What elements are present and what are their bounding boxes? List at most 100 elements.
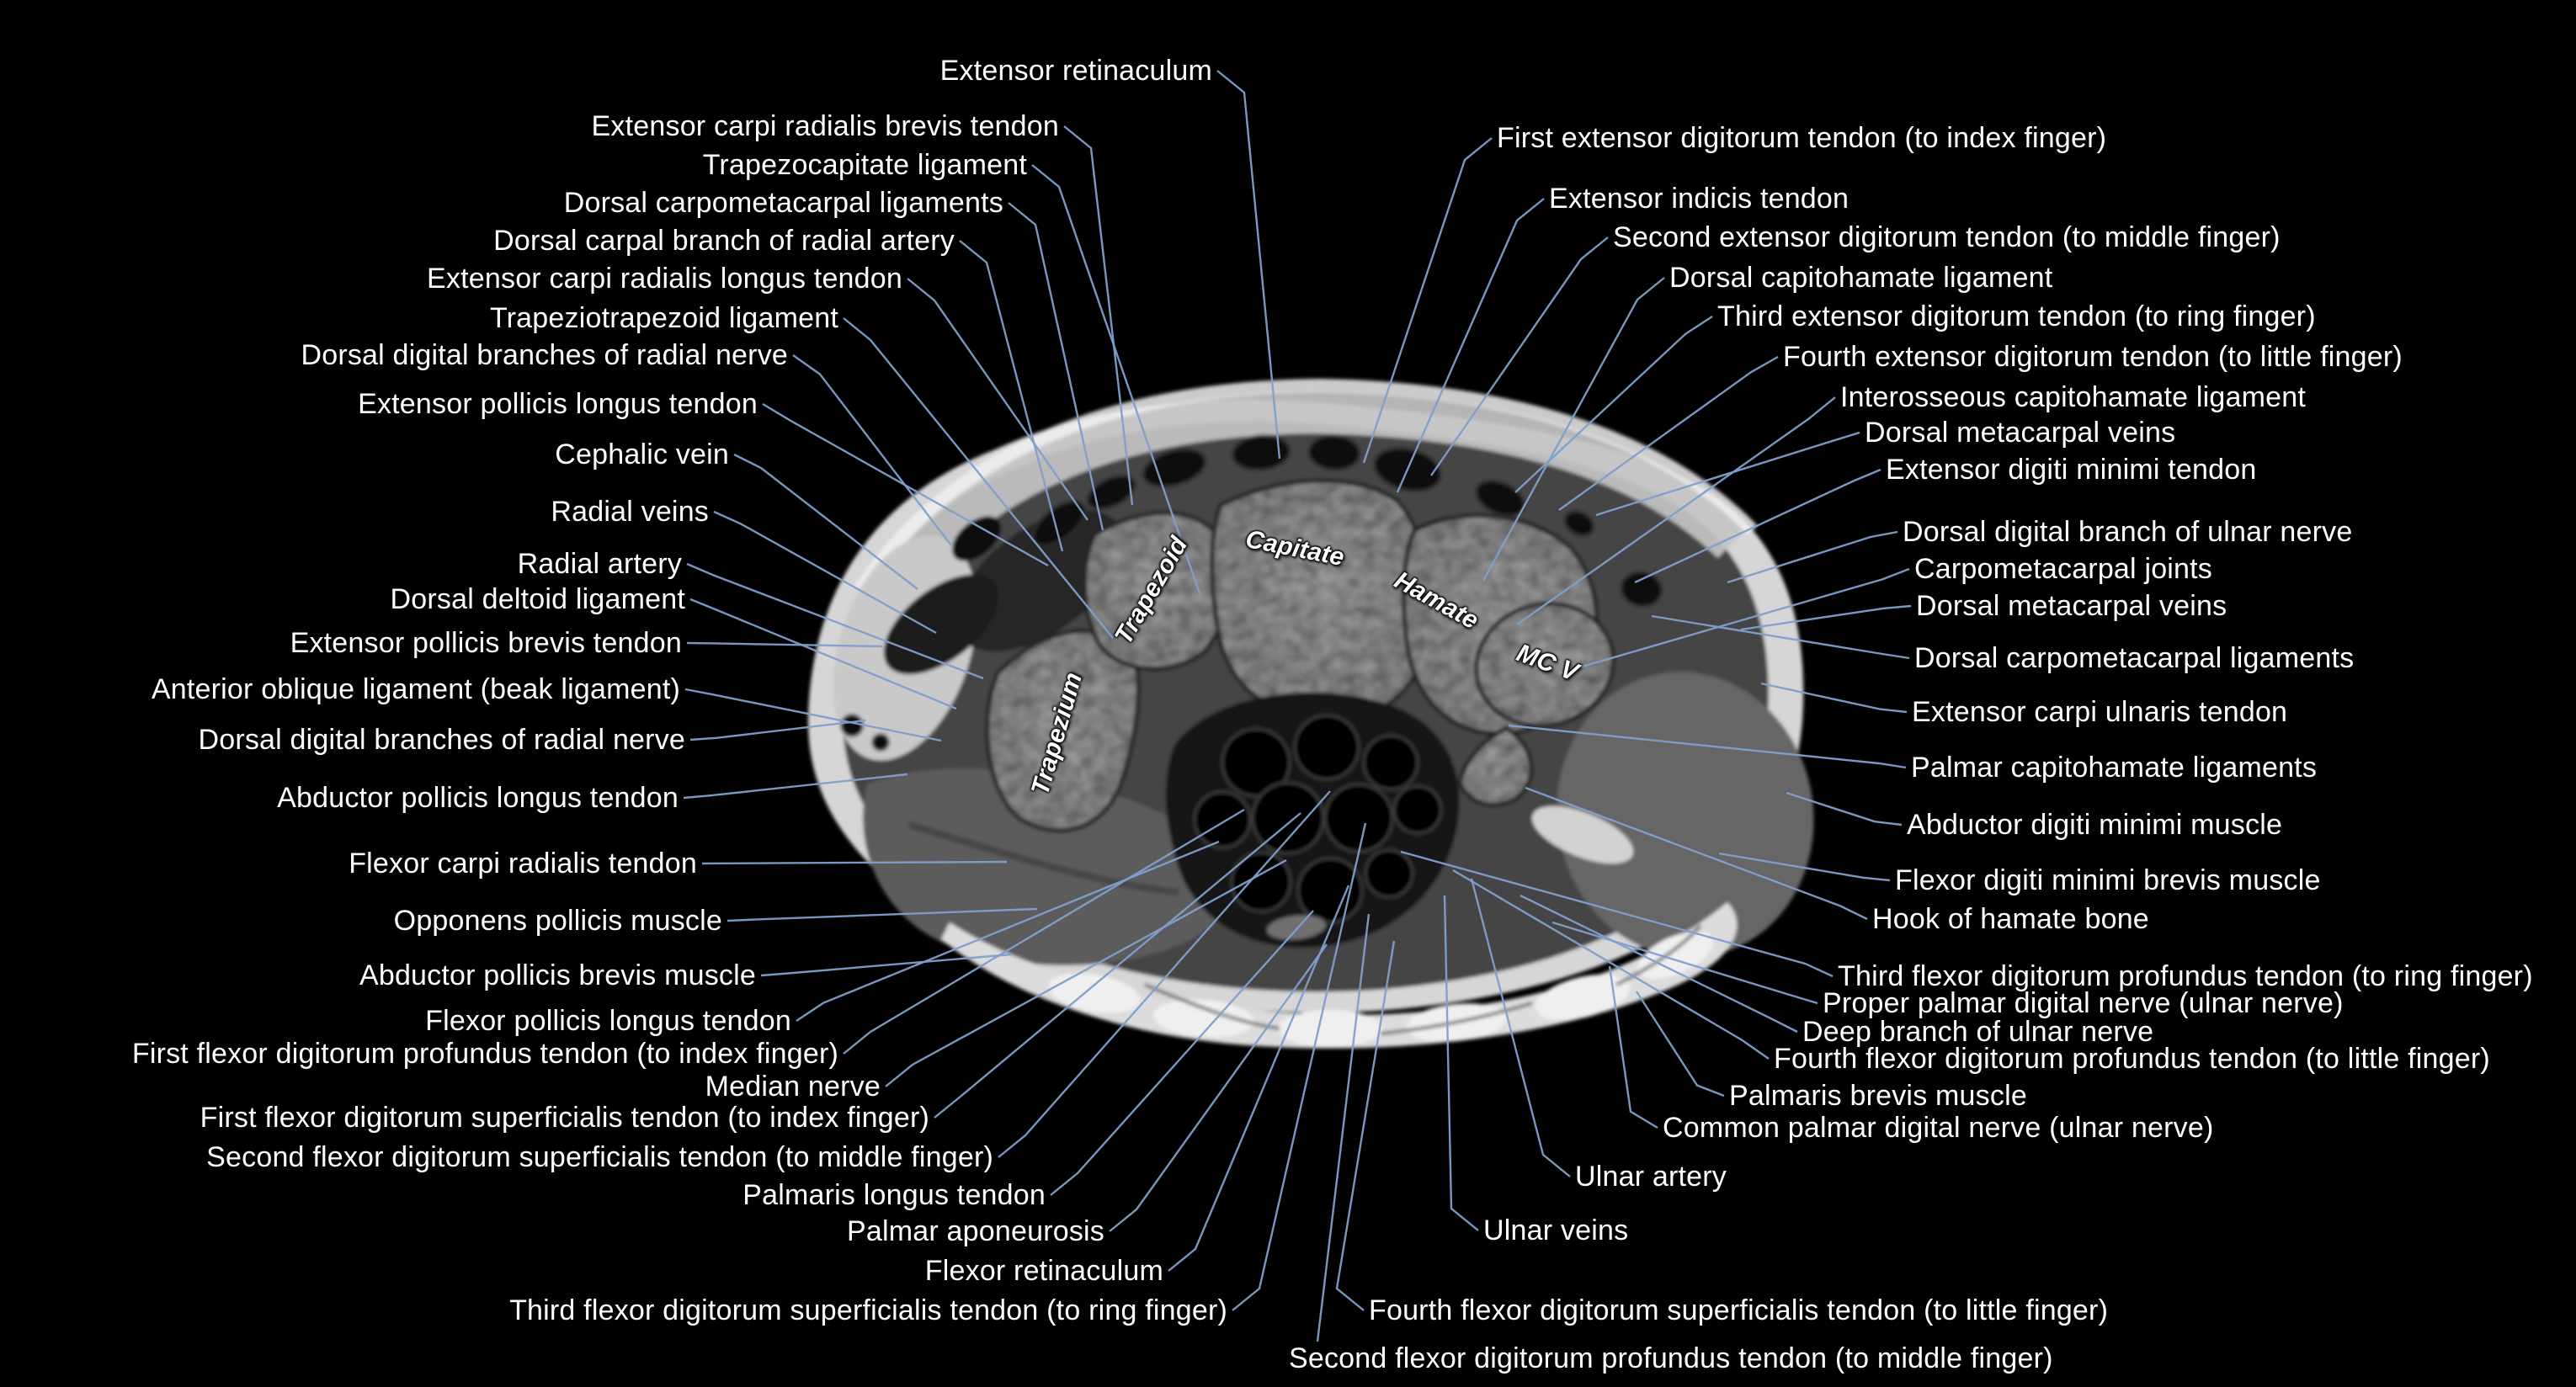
leader-line xyxy=(1400,850,1834,978)
leader-line xyxy=(684,688,942,742)
leader-line xyxy=(1109,943,1328,1232)
leader-line xyxy=(959,240,1064,552)
leader-line xyxy=(843,808,1245,1055)
annotation-label: Radial veins xyxy=(551,496,709,528)
annotation-label: Abductor digiti minimi muscle xyxy=(1907,809,2283,841)
leader-line xyxy=(686,562,984,680)
leader-line xyxy=(843,317,1114,639)
annotation-label: Opponens pollicis muscle xyxy=(393,905,722,937)
annotation-label: Extensor pollicis longus tendon xyxy=(358,388,758,420)
annotation-label: First flexor digitorum superficialis ten… xyxy=(200,1102,929,1134)
leader-line xyxy=(1635,991,1725,1097)
leader-line xyxy=(1520,894,1798,1034)
leader-line xyxy=(1595,431,1860,517)
annotation-label: Proper palmar digital nerve (ulnar nerve… xyxy=(1823,987,2344,1019)
leader-line xyxy=(1396,198,1545,493)
annotation-label: Carpometacarpal joints xyxy=(1914,553,2213,585)
leader-line xyxy=(1031,164,1201,594)
annotation-label: Extensor carpi radialis brevis tendon xyxy=(591,110,1059,142)
leader-line xyxy=(1651,614,1910,660)
annotation-label: First extensor digitorum tendon (to inde… xyxy=(1497,122,2107,154)
leader-line xyxy=(885,858,1287,1087)
leader-line xyxy=(683,773,908,800)
annotation-label: Fourth flexor digitorum profundus tendon… xyxy=(1774,1043,2490,1075)
median-nerve-oval xyxy=(1265,913,1328,942)
annotation-label: Extensor carpi ulnaris tendon xyxy=(1912,696,2288,728)
radial-vessel-2 xyxy=(871,733,890,752)
annotation-label: Median nerve xyxy=(705,1071,881,1103)
carpal-bones xyxy=(985,478,1615,833)
leader-line xyxy=(1168,885,1350,1272)
annotation-label: Dorsal metacarpal veins xyxy=(1865,417,2176,449)
annotation-label: Trapeziotrapezoid ligament xyxy=(489,302,838,334)
annotation-label: Dorsal carpometacarpal ligaments xyxy=(563,187,1003,219)
dorsal-skin-line xyxy=(854,378,1758,593)
annotation-label: Abductor pollicis longus tendon xyxy=(277,782,679,814)
leader-line xyxy=(1232,822,1367,1311)
annotation-label: Anterior oblique ligament (beak ligament… xyxy=(151,673,680,705)
hamate-hook xyxy=(1457,725,1534,807)
leader-line xyxy=(1558,567,1910,675)
annotation-label: Trapezocapitate ligament xyxy=(702,149,1027,181)
annotation-label: Extensor indicis tendon xyxy=(1549,183,1850,215)
hypothenar-fat-streak xyxy=(1531,806,1634,864)
leader-line xyxy=(1516,396,1836,625)
annotation-label: Dorsal digital branches of radial nerve xyxy=(301,339,788,371)
annotation-label: Dorsal deltoid ligament xyxy=(390,583,685,615)
leader-line xyxy=(1558,355,1779,511)
annotation-label: Extensor retinaculum xyxy=(939,55,1212,87)
leader-line xyxy=(1470,878,1571,1177)
leader-line xyxy=(1063,125,1134,506)
leader-line xyxy=(1443,895,1479,1231)
annotation-label: Ulnar veins xyxy=(1483,1214,1629,1246)
annotation-label: Palmaris longus tendon xyxy=(742,1179,1046,1211)
radial-dark-region xyxy=(955,509,1124,652)
leader-line xyxy=(689,719,866,741)
fifth-metacarpal-bone xyxy=(1474,601,1615,729)
leader-line xyxy=(1335,940,1396,1311)
leader-line xyxy=(686,641,883,648)
annotation-label: Deep branch of ulnar nerve xyxy=(1802,1016,2154,1048)
apl-tendon-dark xyxy=(951,516,1002,561)
annotation-label: Extensor carpi radialis longus tendon xyxy=(427,263,902,295)
annotation-label: Second flexor digitorum profundus tendon… xyxy=(1289,1342,2053,1374)
leader-line xyxy=(796,840,1220,1022)
wrist-cross-section xyxy=(807,378,1814,1049)
annotation-label: Dorsal metacarpal veins xyxy=(1916,590,2227,622)
annotation-label: Ulnar artery xyxy=(1575,1161,1727,1193)
leader-line xyxy=(1316,913,1370,1342)
dorsal-fat-band xyxy=(862,391,1748,619)
annotation-label: Abductor pollicis brevis muscle xyxy=(359,959,756,991)
trapezoid-bone xyxy=(1083,510,1232,672)
leader-line xyxy=(733,453,918,590)
annotation-label: Flexor retinaculum xyxy=(924,1255,1163,1287)
annotation-label: First flexor digitorum profundus tendon … xyxy=(131,1038,838,1070)
leader-line xyxy=(1727,530,1898,584)
annotation-label: Flexor digiti minimi brevis muscle xyxy=(1895,864,2321,896)
annotation-label: Palmar aponeurosis xyxy=(847,1215,1104,1247)
annotation-label: Flexor carpi radialis tendon xyxy=(349,848,697,879)
leader-line xyxy=(1786,791,1903,826)
annotation-label: Interosseous capitohamate ligament xyxy=(1840,381,2307,413)
thenar-septum xyxy=(907,821,1179,895)
annotation-label: Common palmar digital nerve (ulnar nerve… xyxy=(1663,1112,2214,1144)
annotation-label: Third flexor digitorum profundus tendon … xyxy=(1838,960,2533,992)
annotation-label: Flexor pollicis longus tendon xyxy=(425,1005,791,1037)
leader-line xyxy=(701,860,1008,865)
leader-line xyxy=(1608,965,1658,1129)
annotation-label: Palmaris brevis muscle xyxy=(1729,1080,2027,1112)
leader-line xyxy=(1634,468,1881,584)
leader-line xyxy=(1551,921,1818,1005)
leader-line xyxy=(726,907,1038,922)
leader-line xyxy=(760,953,1013,977)
annotation-label: Extensor digiti minimi tendon xyxy=(1886,454,2257,486)
leader-line xyxy=(907,278,1088,521)
annotation-label: Dorsal carpal branch of radial artery xyxy=(493,225,955,257)
leader-line xyxy=(1525,786,1868,921)
leader-line xyxy=(713,510,937,635)
annotation-label: Third flexor digitorum superficialis ten… xyxy=(509,1294,1227,1326)
annotation-label: Dorsal digital branch of ulnar nerve xyxy=(1903,516,2353,548)
annotation-label: Dorsal carpometacarpal ligaments xyxy=(1914,642,2355,674)
